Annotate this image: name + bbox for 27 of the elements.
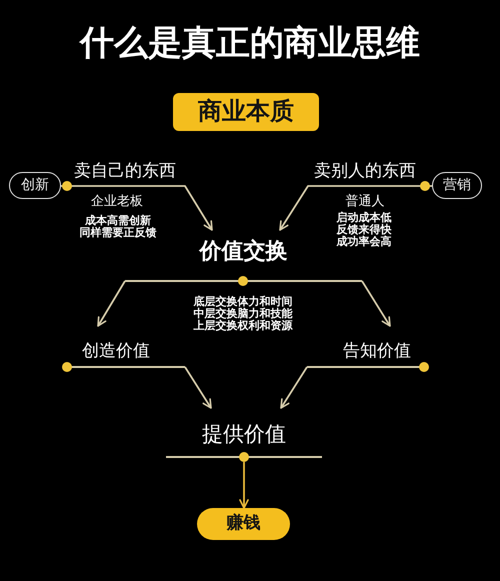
note-text: 反馈来得快 [336,224,392,236]
connector-arrow [97,280,126,327]
connector-arrow [280,366,308,409]
note-text: 上层交换权利和资源 [194,320,292,332]
step-text: 价值交换 [200,239,288,264]
note-text: 成功率会高 [336,236,392,248]
connector-arrow [279,185,432,231]
highlight-box: 商业本质 [173,93,319,131]
note-text: 成本高需创新 [85,215,151,227]
tag-pill: 创新 [9,172,61,199]
note-text: 中层交换脑力和技能 [194,308,292,320]
note-text: 同样需要正反馈 [80,227,156,239]
connector-arrow [184,366,212,409]
tag-pill: 营销 [432,172,482,199]
connector-arrow [61,185,213,231]
title: 什么是真正的商业思维 [80,24,420,64]
step-text: 告知价值 [343,342,411,362]
edge-label: 卖别人的东西 [314,162,416,182]
connector-arrow [239,462,249,509]
note-text: 企业老板 [91,196,143,208]
note-text: 启动成本低 [336,212,392,224]
connector-arrow [361,280,391,327]
result-pill: 赚钱 [197,508,290,540]
note-text: 普通人 [346,196,384,208]
step-text: 提供价值 [202,422,286,446]
edge-label: 卖自己的东西 [74,162,176,182]
step-text: 创造价值 [82,342,150,362]
